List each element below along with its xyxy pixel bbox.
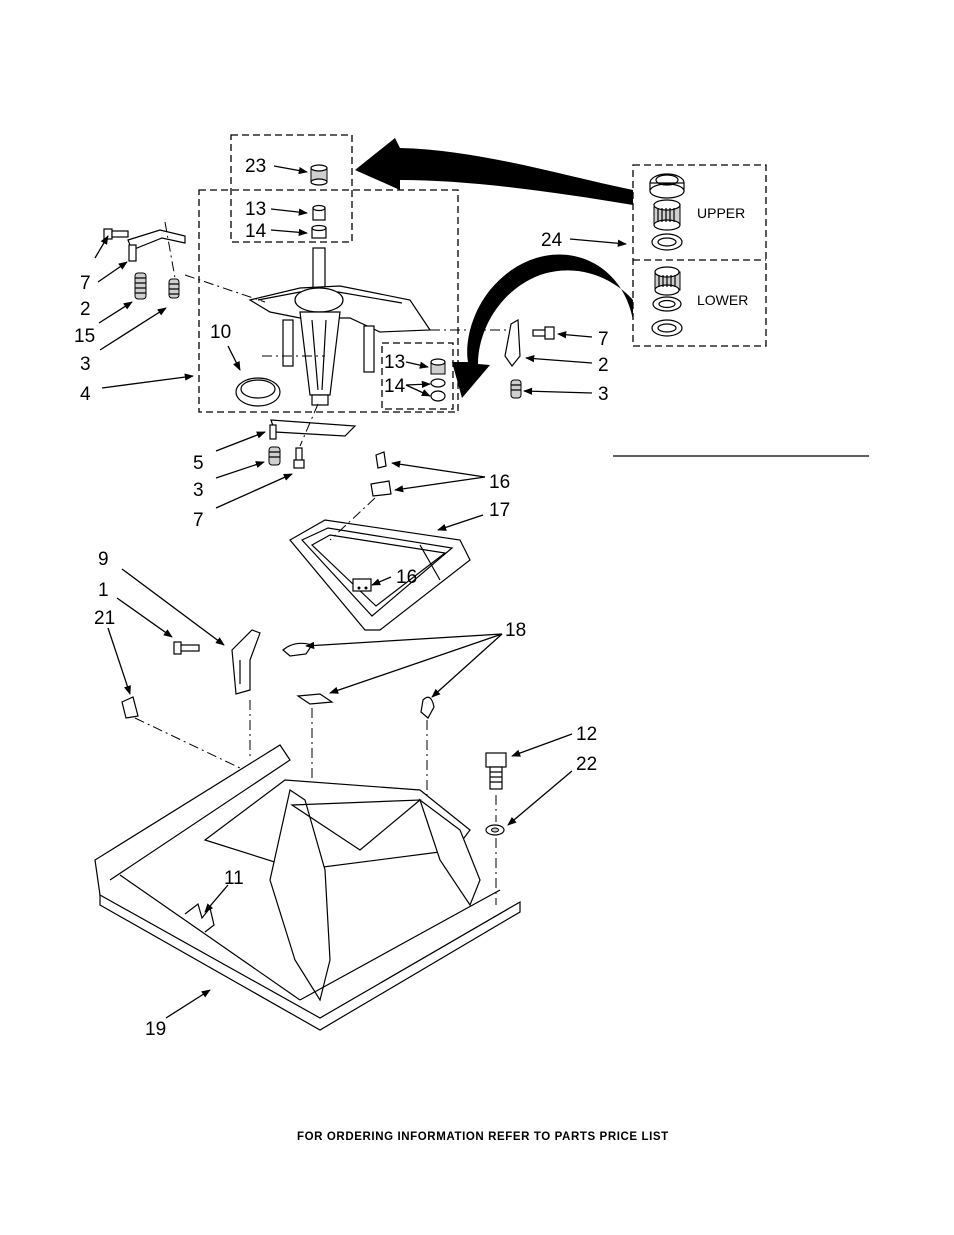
right-spring-part xyxy=(510,379,522,399)
part-14-washer xyxy=(311,224,327,239)
part-13-lower-spacer xyxy=(430,358,446,375)
callout-4: 4 xyxy=(80,384,91,405)
part-11-clip xyxy=(184,902,215,933)
part-18-middle-pad xyxy=(296,693,334,705)
callout-16-top: 16 xyxy=(489,472,510,493)
bearing-lower-label: LOWER xyxy=(697,292,748,308)
part-19-base-frame xyxy=(94,744,521,1031)
left-spring-3-part xyxy=(168,278,180,299)
callout-2-left: 2 xyxy=(80,299,91,320)
bottom-bolt-guide xyxy=(299,403,319,447)
callout-15: 15 xyxy=(74,326,95,347)
part-5-bracket xyxy=(269,419,357,440)
callout-11: 11 xyxy=(224,868,244,889)
callout-7-bottom: 7 xyxy=(193,510,204,531)
part-14-lower-washers xyxy=(430,378,446,402)
upper-seal-part xyxy=(649,173,685,199)
part-4-transmission-assembly xyxy=(248,247,432,406)
part-22-washer xyxy=(485,824,505,836)
upper-bearing-group-box xyxy=(230,134,353,243)
lower-bearing-big-arrow xyxy=(452,254,633,398)
callout-13-upper: 13 xyxy=(245,199,266,220)
callout-17: 17 xyxy=(489,500,510,521)
part-12-bolt xyxy=(485,752,507,790)
part-23-bearing xyxy=(310,164,328,186)
callout-12: 12 xyxy=(576,724,597,745)
callout-3-left: 3 xyxy=(80,354,91,375)
callout-10: 10 xyxy=(210,322,231,343)
callout-19: 19 xyxy=(145,1019,166,1040)
callout-14-lower: 14 xyxy=(384,376,406,397)
right-bracket-part xyxy=(504,318,521,368)
callout-3-bottom: 3 xyxy=(193,480,204,501)
callout-23: 23 xyxy=(245,156,266,177)
transmission-group-box xyxy=(198,189,459,413)
bottom-spring-part xyxy=(268,446,281,466)
lower-washer-part xyxy=(651,319,683,337)
callout-7-right: 7 xyxy=(598,329,609,350)
part-17-frame xyxy=(289,497,471,631)
part-21-clip xyxy=(121,696,139,719)
upper-bearing-part xyxy=(653,199,681,231)
lower-seal-part xyxy=(652,296,682,312)
callout-24: 24 xyxy=(541,230,563,251)
callout-22: 22 xyxy=(576,754,597,775)
left-bracket-part xyxy=(127,229,186,262)
part-10-seal-ring xyxy=(235,377,281,407)
part-13-spacer xyxy=(312,204,326,221)
part-16-upper-pad xyxy=(375,451,387,469)
part-16-middle-pad xyxy=(370,480,392,497)
upper-washer-part xyxy=(651,233,683,251)
ordering-info-footer: FOR ORDERING INFORMATION REFER TO PARTS … xyxy=(297,1131,669,1143)
callout-9: 9 xyxy=(98,549,109,570)
callout-5: 5 xyxy=(193,453,204,474)
callout-2-right: 2 xyxy=(598,355,609,376)
right-bolt-part xyxy=(532,326,555,340)
part-9-clip xyxy=(231,629,261,695)
bearing-kit-box xyxy=(632,164,767,347)
clip-21-guide xyxy=(134,717,241,769)
callout-3-right: 3 xyxy=(598,384,609,405)
part-15-spring xyxy=(134,272,147,300)
callout-16-frame: 16 xyxy=(396,567,417,588)
callout-1: 1 xyxy=(98,580,109,601)
callout-18: 18 xyxy=(505,620,526,641)
left-bracket-guide xyxy=(184,274,266,303)
callout-14-upper: 14 xyxy=(245,221,267,242)
callout-7-left: 7 xyxy=(80,273,91,294)
left-spring-guide xyxy=(164,221,176,279)
lower-bearing-group-box xyxy=(381,342,454,410)
part-16-lower-pad xyxy=(352,578,372,592)
part-18-top-pad xyxy=(282,642,313,657)
leader-arrows xyxy=(94,165,627,1019)
callout-21: 21 xyxy=(94,608,115,629)
callout-numbers: 23 13 14 7 2 15 3 4 10 13 14 7 2 3 24 5 … xyxy=(74,156,609,1040)
upper-bearing-big-arrow xyxy=(355,138,633,205)
bearing-upper-label: UPPER xyxy=(697,205,745,221)
part-18-right-pad xyxy=(420,696,435,719)
part-1-screw xyxy=(173,641,200,655)
bottom-bolt-part xyxy=(293,447,305,469)
lower-bearing-part xyxy=(654,266,681,296)
callout-13-lower: 13 xyxy=(384,352,405,373)
